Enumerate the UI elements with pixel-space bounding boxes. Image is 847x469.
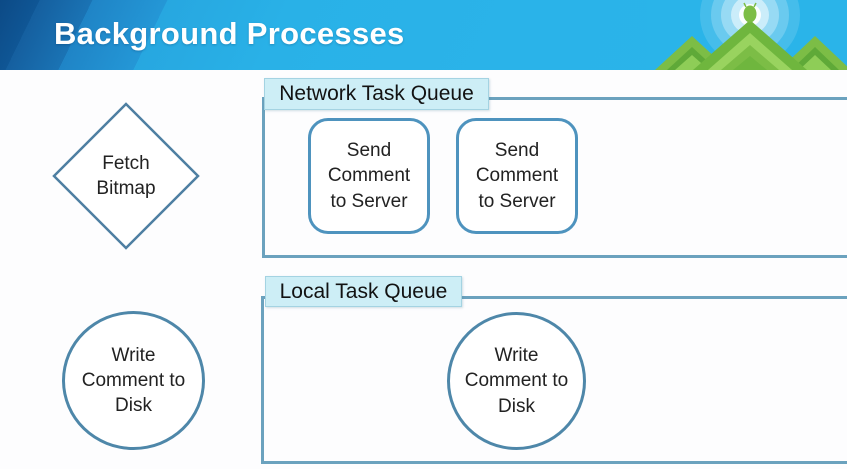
send-comment-task-2: Send Comment to Server: [456, 118, 578, 234]
network-task-queue-container: [262, 97, 847, 258]
local-task-queue-label: Local Task Queue: [265, 276, 462, 307]
send-comment-task-2-label: Send Comment to Server: [475, 140, 559, 212]
send-comment-task-1-label: Send Comment to Server: [327, 140, 411, 212]
send-comment-task-1: Send Comment to Server: [308, 118, 430, 234]
diamond-icon: [52, 102, 200, 250]
network-task-queue-label: Network Task Queue: [264, 78, 489, 110]
write-comment-to-disk-label: Write Comment to Disk: [81, 344, 186, 417]
write-comment-to-disk-shape: Write Comment to Disk: [62, 311, 205, 450]
local-write-comment-task-label: Write Comment to Disk: [464, 345, 569, 417]
header-banner: Background Processes: [0, 0, 847, 70]
local-task-queue-container: [261, 296, 847, 464]
fetch-bitmap-shape: Fetch Bitmap: [51, 101, 201, 251]
local-write-comment-task: Write Comment to Disk: [447, 312, 586, 450]
mountains-icon: [655, 20, 847, 70]
fetch-bitmap-label: Fetch Bitmap: [96, 152, 156, 199]
page-title: Background Processes: [54, 16, 405, 51]
android-icon: [743, 2, 757, 23]
mountain-logo-icon: [647, 0, 847, 70]
